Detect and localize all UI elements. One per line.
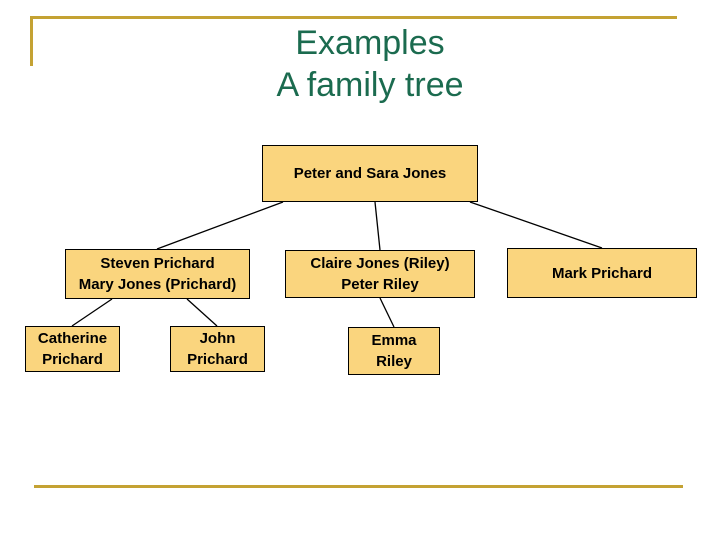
tree-node-label: Peter Riley — [341, 276, 419, 293]
tree-node-label: Steven Prichard — [100, 255, 215, 272]
top-accent-line — [30, 16, 677, 19]
tree-edge — [379, 297, 395, 328]
tree-node-label: Emma — [371, 332, 417, 349]
tree-node-label: Catherine — [37, 330, 108, 347]
left-accent-line — [30, 16, 33, 66]
title-line-1: Examples — [295, 24, 445, 62]
slide-title: Examples A family tree — [20, 22, 720, 106]
tree-edge — [186, 298, 218, 327]
bottom-accent-line — [34, 485, 683, 488]
tree-node-label: Mark Prichard — [551, 264, 653, 282]
tree-edge — [469, 201, 603, 249]
tree-node-peter-sara: Peter and Sara Jones — [262, 145, 478, 202]
tree-node-mark: Mark Prichard — [507, 248, 697, 298]
tree-node-label: Peter and Sara Jones — [293, 165, 447, 182]
tree-node-label: Mary Jones (Prichard) — [78, 276, 237, 293]
title-line-2: A family tree — [276, 66, 464, 104]
tree-node-label: John — [199, 330, 236, 347]
tree-node-label: Prichard — [42, 351, 103, 368]
tree-edge — [156, 201, 284, 250]
tree-node-label: Riley — [376, 353, 412, 370]
tree-node-label: Prichard — [187, 351, 248, 368]
tree-node-label: Claire Jones (Riley) — [310, 255, 450, 272]
tree-edge — [374, 201, 381, 251]
tree-node-claire-peter: Claire Jones (Riley) Peter Riley — [285, 250, 475, 298]
tree-edge — [71, 298, 113, 327]
